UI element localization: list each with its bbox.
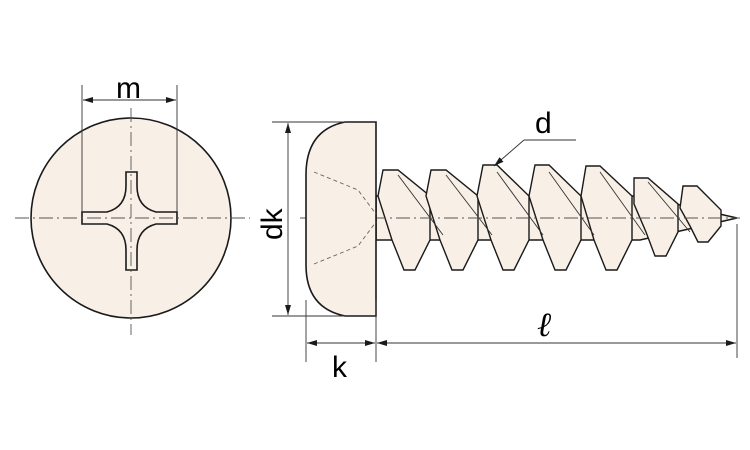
screw-head-profile xyxy=(305,121,377,317)
screw-threads xyxy=(377,164,722,271)
label-m: m xyxy=(116,72,141,105)
screw-side-view: dk k ℓ d xyxy=(256,107,740,384)
label-d: d xyxy=(535,107,552,140)
label-length: ℓ xyxy=(537,307,551,344)
d-leader-arrow xyxy=(493,139,525,167)
label-dk: dk xyxy=(256,207,289,240)
head-top-view: m xyxy=(15,72,250,335)
label-k: k xyxy=(332,351,348,384)
recess-hidden-lines xyxy=(313,171,377,265)
phillips-recess xyxy=(81,171,178,271)
